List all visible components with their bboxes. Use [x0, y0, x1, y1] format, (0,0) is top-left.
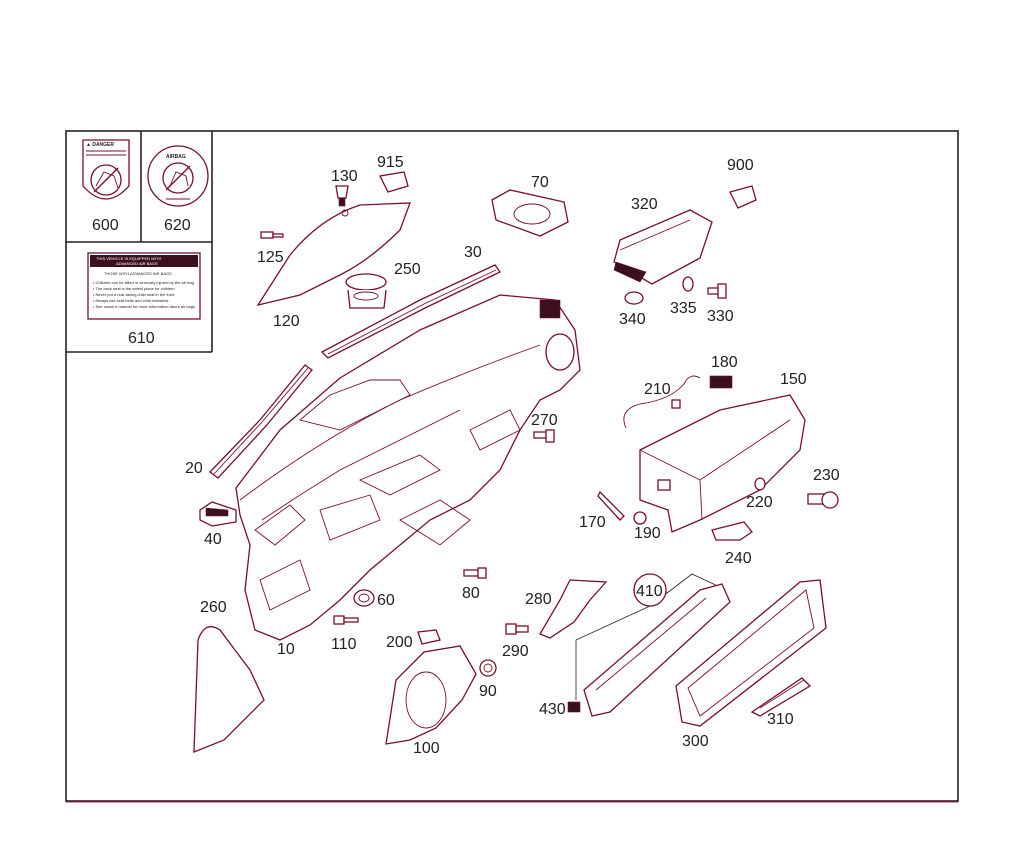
part-900-pad	[729, 185, 757, 209]
callout-90: 90	[479, 683, 497, 700]
callout-labels: 600 620 610 130 915 125 120 250 30 70 90…	[92, 154, 840, 757]
warning-label-600: ▲ DANGER	[82, 139, 130, 200]
part-190-grommet	[633, 511, 647, 525]
svg-text:▲ DANGER: ▲ DANGER	[86, 142, 114, 148]
callout-130: 130	[331, 168, 358, 185]
callout-610: 610	[128, 330, 155, 347]
part-30-defrost-strip	[320, 264, 501, 359]
callout-150: 150	[780, 371, 807, 388]
callout-40: 40	[204, 531, 222, 548]
part-150-glovebox	[639, 394, 806, 533]
part-260-end-panel	[193, 626, 265, 753]
callout-310: 310	[767, 711, 794, 728]
part-250-vent	[345, 273, 387, 309]
part-270-screw	[533, 429, 555, 443]
callout-220: 220	[746, 494, 773, 511]
svg-text:• See owner's manual for more: • See owner's manual for more informatio…	[93, 304, 195, 309]
callout-125: 125	[257, 249, 284, 266]
callout-410: 410	[636, 583, 663, 600]
callout-270: 270	[531, 412, 558, 429]
part-90-nut	[479, 659, 497, 677]
part-240-latch	[711, 521, 753, 541]
part-320-airbag-module	[613, 209, 713, 285]
callout-170: 170	[579, 514, 606, 531]
part-210-wiring	[623, 375, 701, 429]
part-280-bracket	[539, 579, 608, 639]
part-290-screw	[505, 623, 529, 635]
callout-240: 240	[725, 550, 752, 567]
part-330-bolt	[707, 283, 727, 299]
callout-60: 60	[377, 592, 395, 609]
callout-30: 30	[464, 244, 482, 261]
svg-text:ADVANCED AIR BAGS: ADVANCED AIR BAGS	[116, 261, 158, 266]
svg-text:THIS VEHICLE IS EQUIPPED WITH: THIS VEHICLE IS EQUIPPED WITH	[96, 256, 161, 261]
callout-230: 230	[813, 467, 840, 484]
callout-250: 250	[394, 261, 421, 278]
part-310-grille	[750, 677, 812, 717]
part-335-washer	[682, 276, 694, 292]
callout-620: 620	[164, 217, 191, 234]
part-430-connector	[567, 701, 581, 713]
callout-120: 120	[273, 313, 300, 330]
callout-600: 600	[92, 217, 119, 234]
callout-110: 110	[331, 636, 357, 653]
callout-335: 335	[670, 300, 697, 317]
callout-10: 10	[277, 641, 295, 658]
callout-190: 190	[634, 525, 661, 542]
part-200-clip	[417, 629, 441, 645]
callout-200: 200	[386, 634, 413, 651]
label-inset: ▲ DANGER AIRBAG THIS VEHICLE IS EQUIPPED…	[66, 131, 213, 353]
part-20-side-strip	[209, 364, 313, 479]
diagram-frame	[65, 130, 959, 802]
callout-100: 100	[413, 740, 440, 757]
part-10-dashboard	[235, 294, 581, 641]
part-180-switch	[709, 375, 733, 389]
part-80-screw	[463, 567, 487, 579]
svg-text:AIRBAG: AIRBAG	[166, 154, 186, 160]
callout-210: 210	[644, 381, 671, 398]
part-125-screw	[260, 231, 284, 239]
svg-text:• Children can be killed or se: • Children can be killed or seriously in…	[93, 280, 194, 285]
callout-180: 180	[711, 354, 738, 371]
part-40-switch	[199, 501, 237, 527]
part-100-bracket	[385, 645, 477, 745]
part-410-frame-assembly	[575, 573, 731, 717]
svg-text:• Always use seat belts and ch: • Always use seat belts and child restra…	[93, 298, 168, 303]
callout-280: 280	[525, 591, 552, 608]
advanced-airbag-sticker-610: THIS VEHICLE IS EQUIPPED WITH ADVANCED A…	[87, 252, 201, 320]
part-70-vent-bezel	[491, 189, 569, 237]
part-915-pad	[379, 171, 409, 193]
callout-330: 330	[707, 308, 734, 325]
part-300-bezel	[675, 579, 827, 727]
callout-915: 915	[377, 154, 404, 171]
part-110-screw	[333, 615, 359, 625]
part-120-side-cover	[256, 202, 411, 307]
callout-260: 260	[200, 599, 227, 616]
part-60-grommet	[353, 589, 375, 607]
callout-70: 70	[531, 174, 549, 191]
part-170-lamp	[597, 490, 625, 521]
part-340-nut	[624, 291, 644, 305]
callout-80: 80	[462, 585, 480, 602]
airbag-label-620: AIRBAG	[147, 145, 209, 207]
callout-300: 300	[682, 733, 709, 750]
callout-320: 320	[631, 196, 658, 213]
callout-430: 430	[539, 701, 566, 718]
part-230-lock	[807, 491, 839, 509]
callout-20: 20	[185, 460, 203, 477]
callout-900: 900	[727, 157, 754, 174]
svg-text:THOSE WITH ADVANCED AIR BAGS: THOSE WITH ADVANCED AIR BAGS	[104, 271, 172, 276]
svg-text:• Never put a rear-facing chil: • Never put a rear-facing child seat in …	[93, 292, 175, 297]
callout-340: 340	[619, 311, 646, 328]
svg-text:• The back seat is the safest: • The back seat is the safest place for …	[93, 286, 175, 291]
part-220-cap	[754, 477, 766, 491]
callout-290: 290	[502, 643, 529, 660]
part-130-clip	[335, 185, 349, 207]
